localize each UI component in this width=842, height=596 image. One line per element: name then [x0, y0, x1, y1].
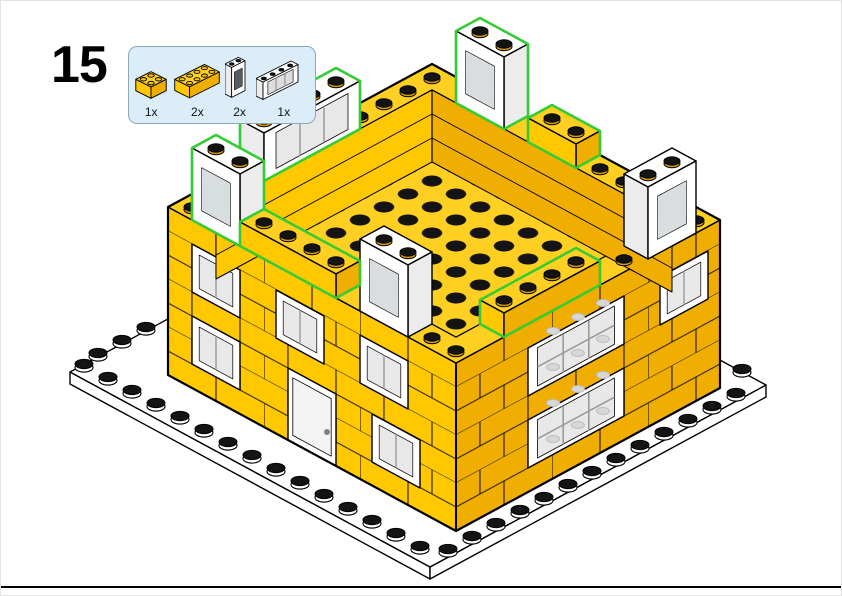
page-bottom-rule: [1, 586, 841, 588]
old-window-frame-left: [359, 225, 433, 338]
part-count: 1x: [144, 105, 158, 119]
highlight-outline: [478, 246, 602, 339]
part-item-brick-2x4: 2x: [171, 61, 223, 119]
window-right-small: [659, 250, 709, 326]
window-frame-1x2x3-white-icon: [224, 56, 245, 98]
highlight-outline: [454, 16, 530, 131]
door: [287, 367, 337, 467]
window-upper-left-2: [275, 289, 325, 365]
new-brick-2x2: [526, 103, 602, 170]
window-1x4x2-white-icon: [255, 60, 299, 100]
new-brick-2x4-right: [478, 246, 602, 339]
window-lower-left-2: [371, 413, 421, 489]
part-count: 2x: [233, 105, 246, 119]
part-count: 2x: [191, 105, 204, 119]
new-window-frame-back: [454, 16, 530, 131]
door-handle-icon: [324, 429, 330, 435]
new-window-frame-left: [190, 133, 266, 248]
window-upper-right-large: [527, 295, 625, 397]
old-window-frame-right: [623, 147, 697, 260]
highlight-outline: [526, 103, 602, 170]
step-number: 15: [51, 36, 108, 94]
part-item-brick-2x2: 1x: [132, 65, 170, 119]
part-item-window-frame: 2x: [224, 53, 255, 119]
brick-2x4-yellow-icon: [174, 63, 221, 99]
part-count: 1x: [277, 105, 291, 119]
parts-callout-box: 1x 2x: [128, 46, 316, 124]
window-lower-right-large: [527, 367, 625, 469]
brick-2x2-yellow-icon: [135, 71, 167, 99]
window-lower-left-1: [191, 315, 241, 391]
new-brick-2x4-left: [238, 207, 362, 300]
highlight-outline: [238, 207, 362, 300]
window-upper-left-1: [191, 243, 241, 319]
window-upper-left-3: [359, 334, 409, 410]
part-item-window: 1x: [255, 59, 312, 119]
